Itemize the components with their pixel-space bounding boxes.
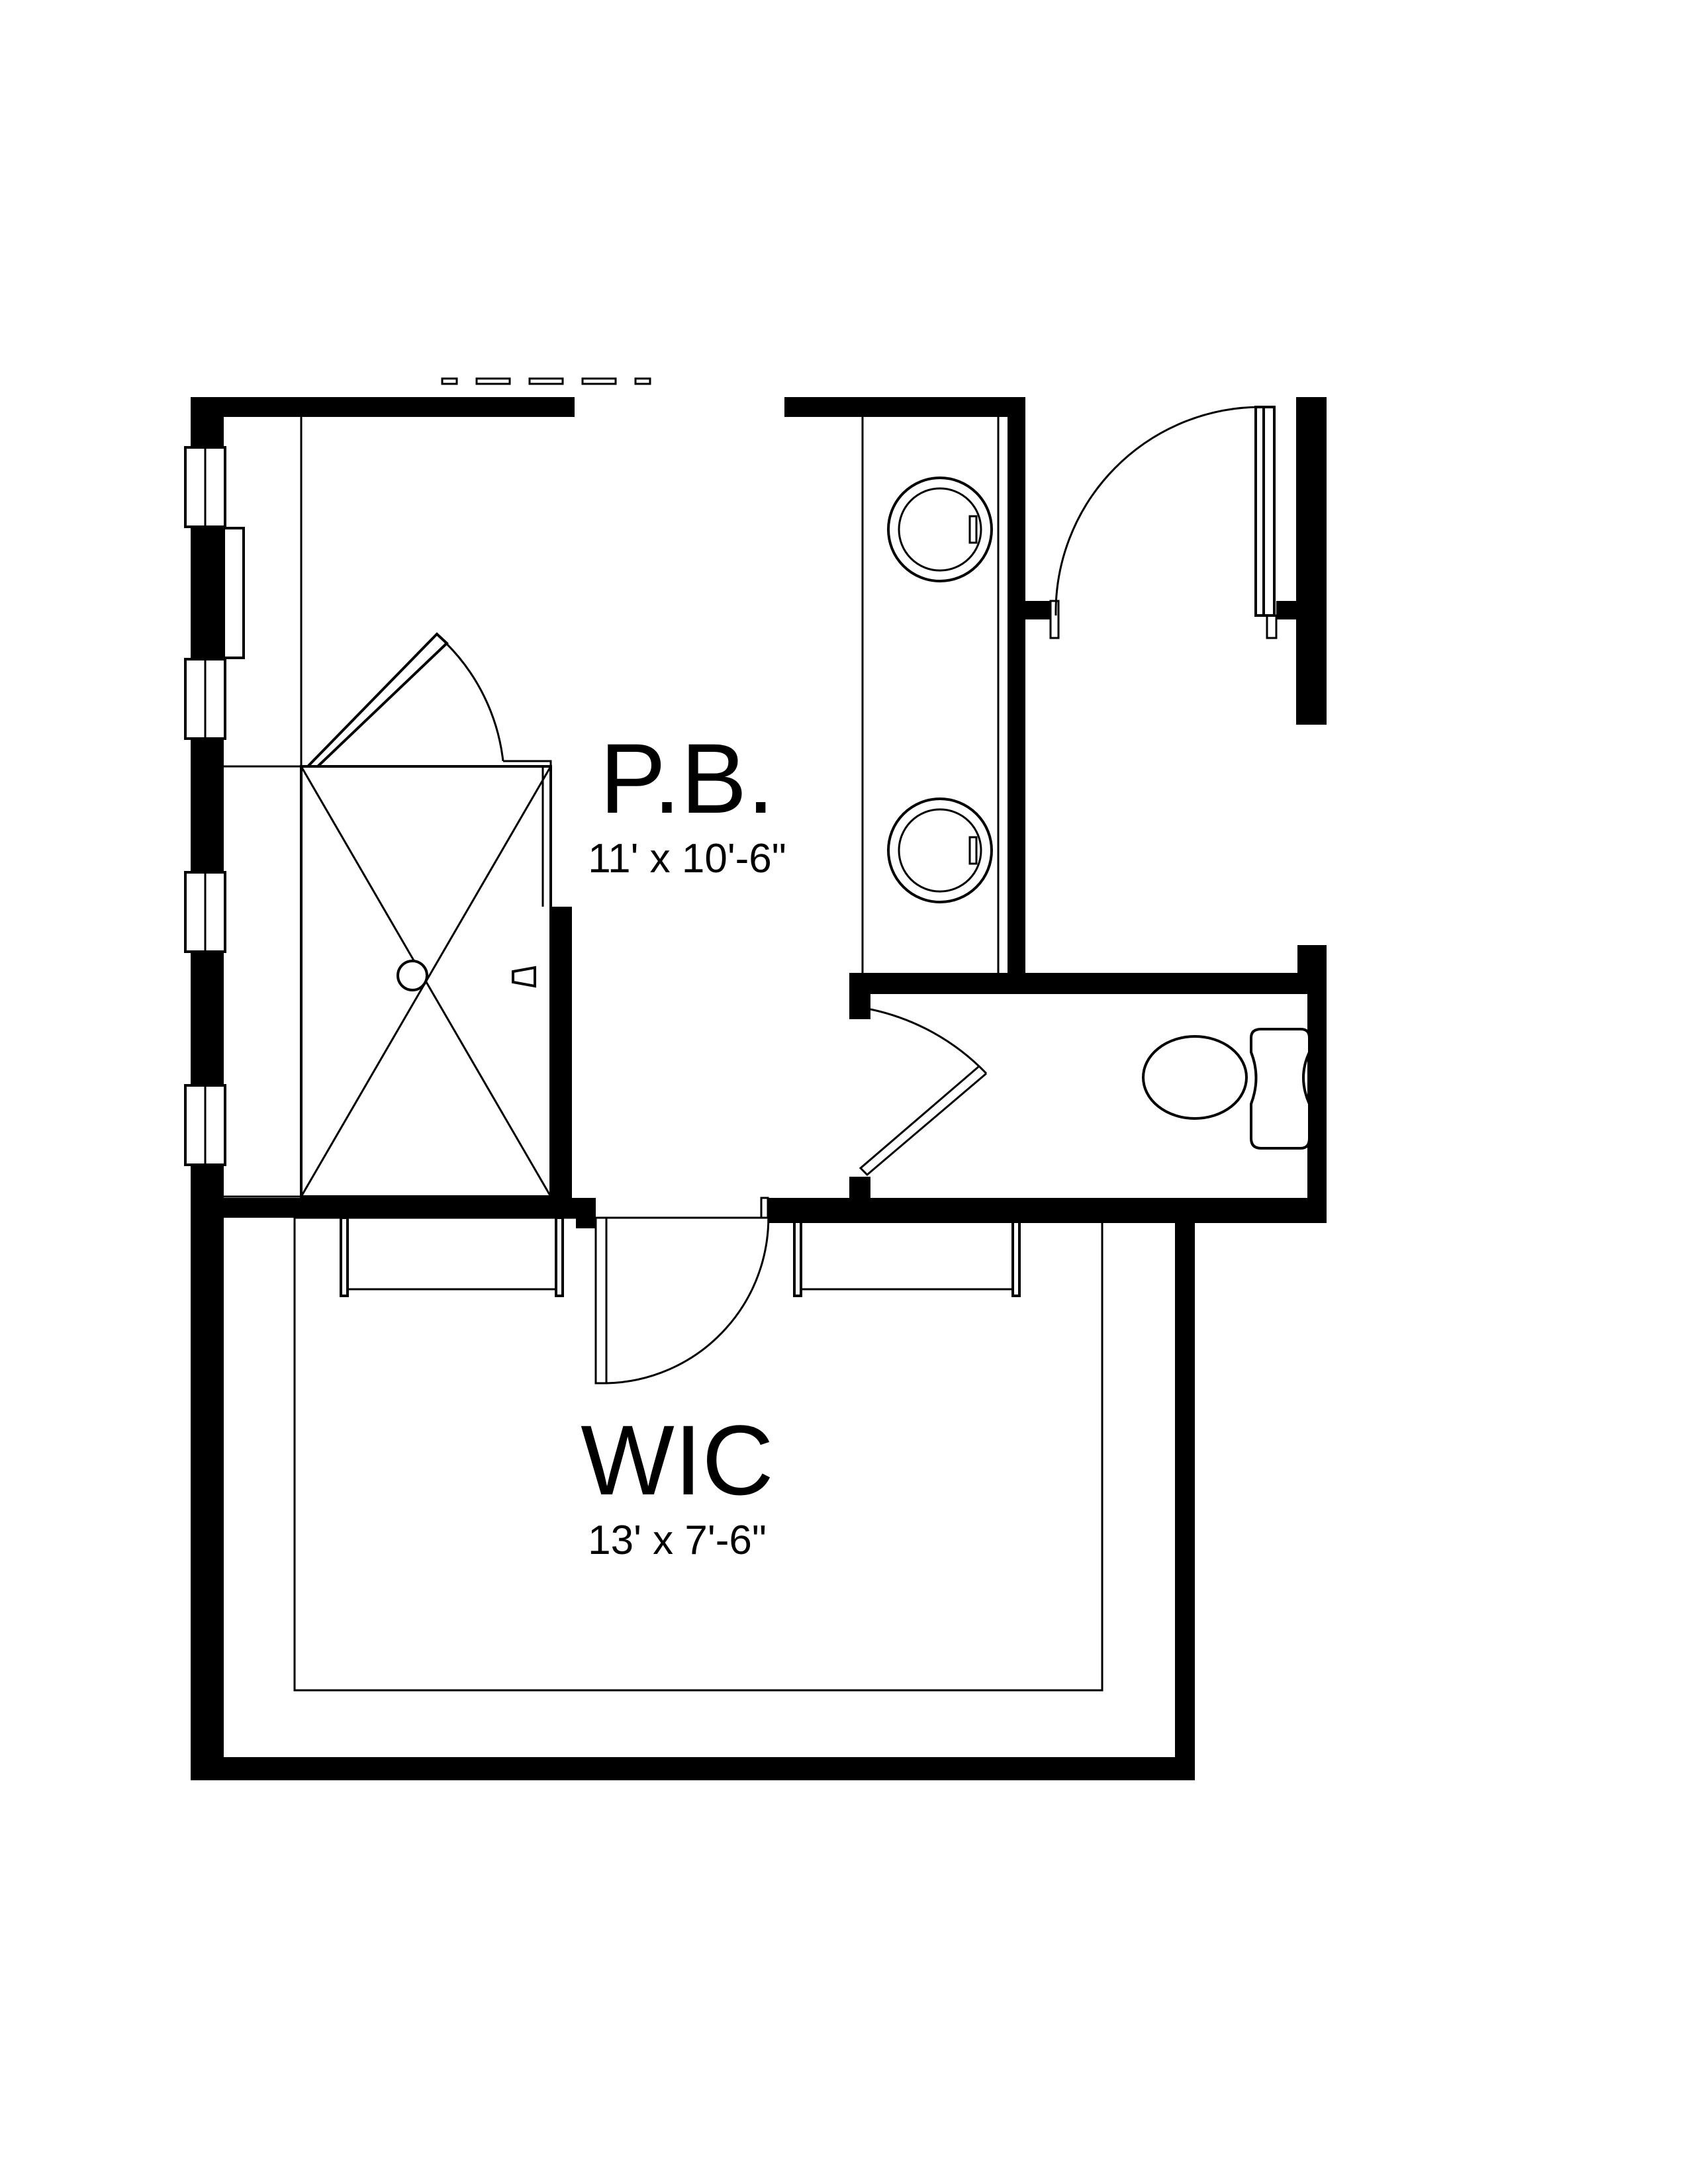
toilet-tank (1250, 1028, 1311, 1150)
vanity (861, 417, 1000, 973)
pb-room-dimensions: 11' x 10'-6" (588, 836, 786, 882)
sink-upper (887, 477, 993, 582)
sink-lower (887, 797, 993, 903)
top-door-dashes (441, 377, 651, 385)
toilet-room (859, 1008, 1311, 1177)
wic-room-dimensions: 13' x 7'-6" (588, 1518, 767, 1563)
toilet-bowl (1142, 1035, 1248, 1120)
walls (191, 397, 1327, 1780)
left-wall-windows (184, 446, 245, 1166)
shower-drain (397, 960, 428, 991)
bath-interior-lines (224, 417, 551, 1198)
wic-door (594, 1197, 770, 1385)
pb-room-name: P.B. (600, 723, 774, 834)
room-labels: P.B. 11' x 10'-6" WIC 13' x 7'-6" (581, 723, 786, 1563)
shower (300, 632, 552, 1198)
wic-shelving (293, 1216, 1103, 1692)
wic-room-name: WIC (581, 1404, 774, 1516)
shower-valve (512, 966, 536, 988)
entry-door (1049, 406, 1278, 639)
